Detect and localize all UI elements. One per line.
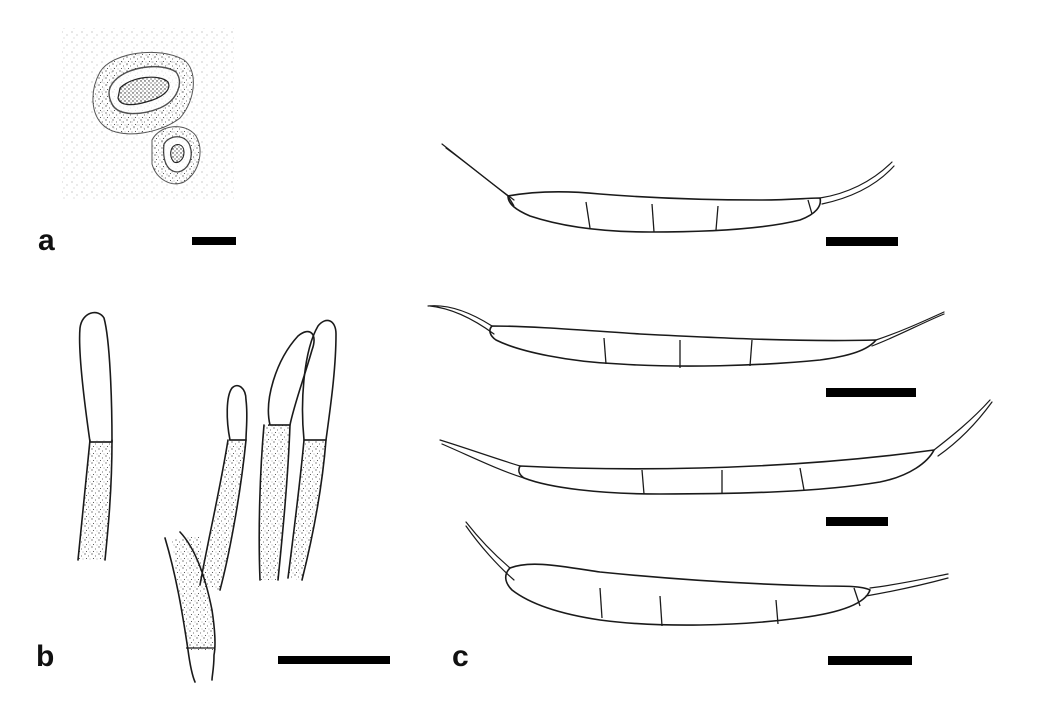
panel-label-a: a: [38, 224, 55, 257]
conidium-b2: [226, 384, 248, 441]
panel-label-b: b: [36, 640, 54, 673]
conidiophore-4: [258, 330, 315, 581]
conidium-c4: [465, 521, 949, 627]
scale-bar-b: [278, 656, 390, 664]
panel-b: b: [36, 311, 390, 683]
conidiophore-3: [164, 531, 216, 683]
conidium-b5: [301, 319, 337, 441]
scale-bar-c3: [826, 517, 888, 526]
conidium-b4: [267, 330, 315, 426]
conidium-c1: [441, 143, 895, 233]
conidium-b1: [78, 311, 113, 443]
scale-bar-c2: [826, 388, 916, 397]
scale-bar-a: [192, 237, 236, 245]
scale-bar-c1: [826, 237, 898, 246]
conidioma-large: [92, 51, 194, 135]
panel-a: a: [38, 28, 236, 257]
conidiophore-2: [199, 384, 248, 591]
conidiophore-1: [77, 311, 113, 561]
panel-c: c: [427, 143, 993, 673]
panel-label-c: c: [452, 640, 469, 673]
conidium-c2: [427, 305, 945, 368]
scale-bar-c4: [828, 656, 912, 665]
conidiophore-5: [287, 319, 337, 581]
conidioma-small: [151, 126, 201, 185]
conidium-c3: [439, 399, 993, 495]
